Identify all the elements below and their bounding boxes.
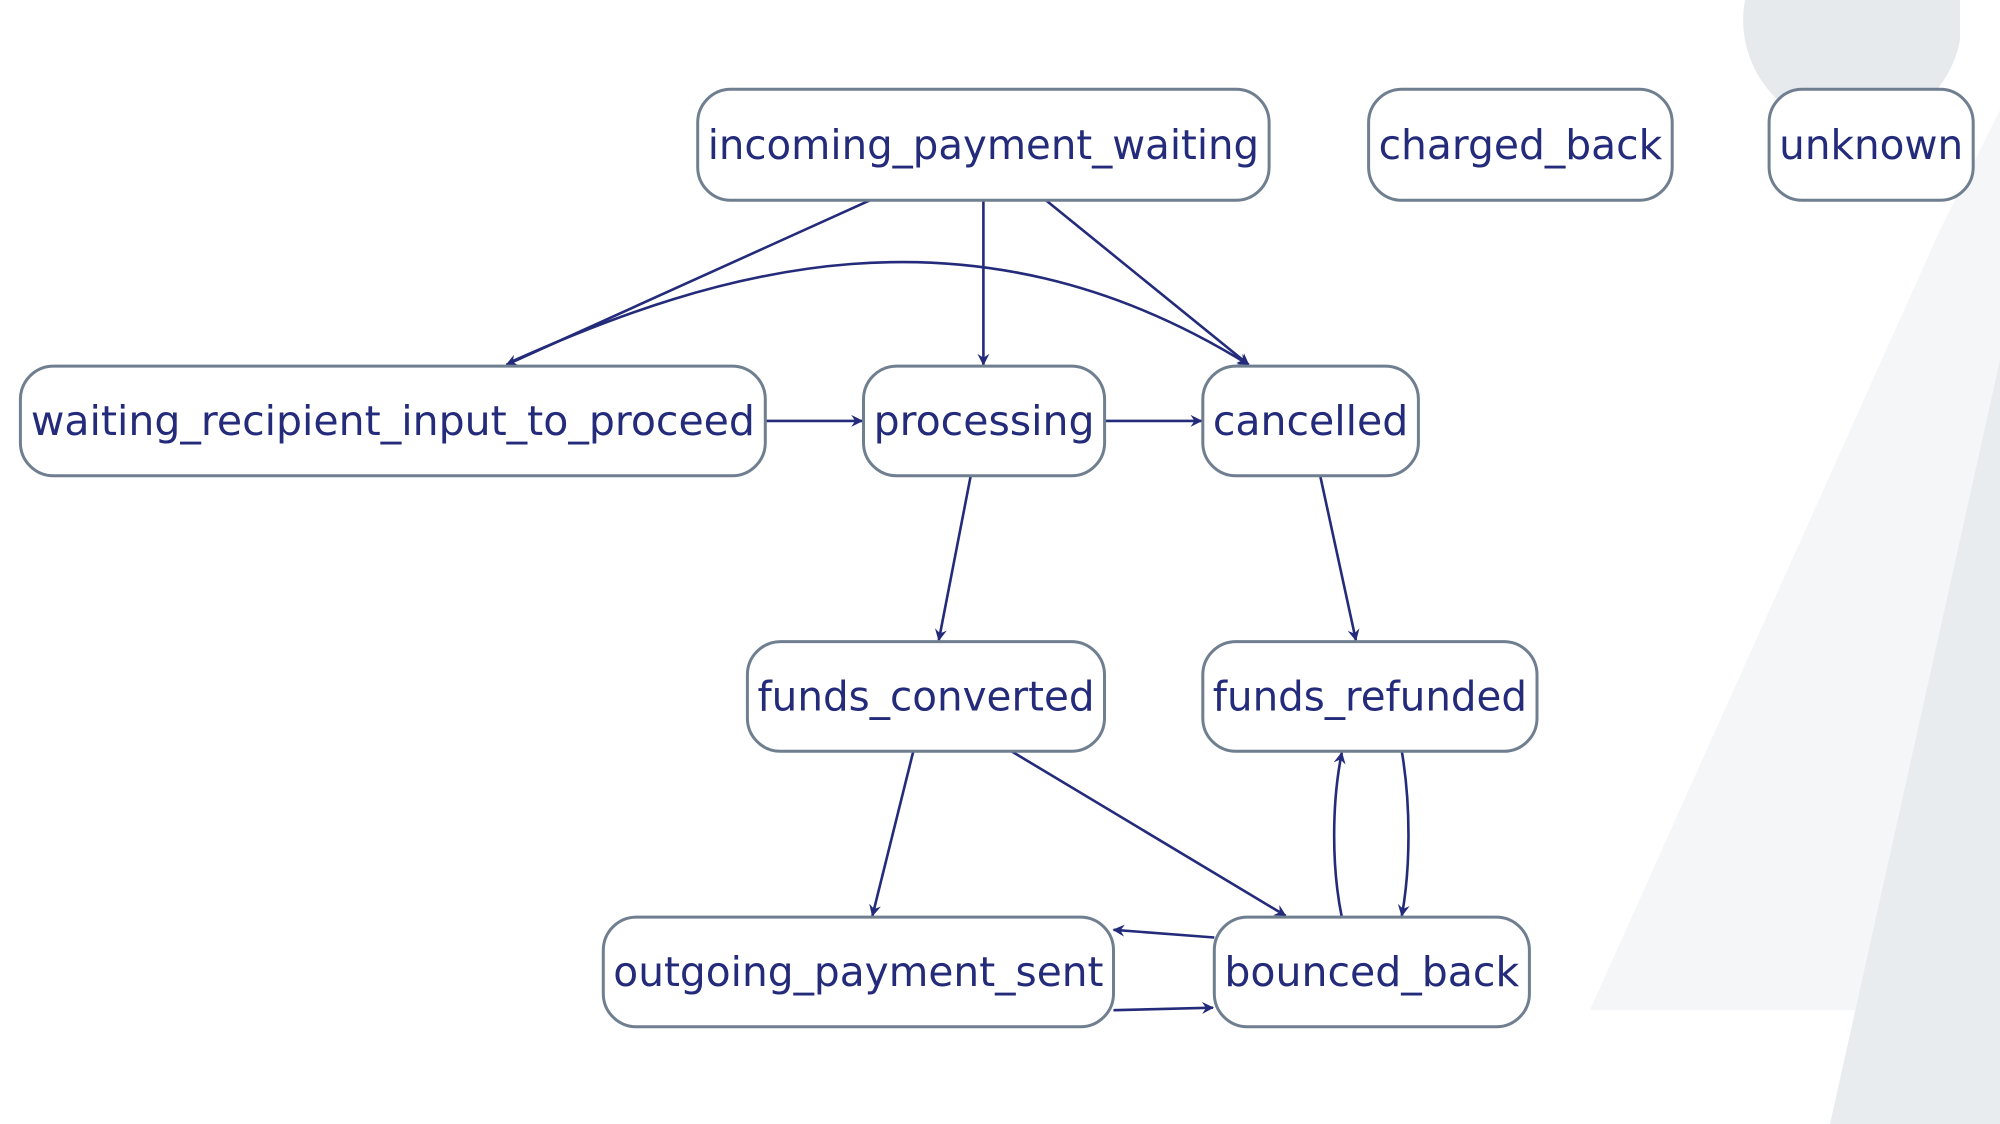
state-node-label: unknown [1779, 121, 1963, 169]
state-node-processing: processing [862, 364, 1107, 478]
state-node-label: charged_back [1379, 121, 1663, 169]
state-node-unknown: unknown [1767, 87, 1975, 202]
state-node-cancelled: cancelled [1201, 364, 1420, 478]
state-node-label: funds_converted [757, 672, 1094, 720]
state-node-label: bounced_back [1224, 948, 1519, 996]
state-node-box [1212, 915, 1531, 1029]
state-node-label: funds_refunded [1213, 672, 1527, 720]
state-node-box [1201, 640, 1539, 753]
edge-funds-converted-to-outgoing-payment-sent [869, 750, 915, 917]
state-node-box [1367, 87, 1674, 202]
state-node-funds-converted: funds_converted [745, 640, 1107, 753]
edge-funds-refunded-to-bounced-back [1397, 751, 1410, 917]
state-node-box [1201, 364, 1420, 478]
edge-processing-to-funds-converted [935, 475, 972, 642]
state-node-label: incoming_payment_waiting [708, 121, 1259, 169]
state-node-box [696, 87, 1271, 202]
edges [505, 199, 1410, 1014]
edge-bounced-back-to-funds-refunded [1332, 751, 1346, 918]
state-node-label: cancelled [1213, 397, 1408, 445]
state-node-charged-back: charged_back [1367, 87, 1674, 202]
state-node-box [745, 640, 1107, 753]
nodes: incoming_payment_waiting charged_back unkn… [18, 87, 1975, 1029]
state-node-box [18, 364, 767, 478]
edge-funds-converted-to-bounced-back [1010, 750, 1287, 917]
backdrop-diagonal-shape [1590, 110, 2000, 1010]
state-node-label: outgoing_payment_sent [613, 948, 1103, 996]
state-node-box [1767, 87, 1975, 202]
backdrop-diagonal-shape-dark [1830, 360, 2000, 1124]
state-node-label: processing [874, 397, 1095, 445]
state-node-outgoing-payment-sent: outgoing_payment_sent [601, 915, 1115, 1029]
edge-outgoing-payment-sent-to-bounced-back [1113, 1001, 1214, 1014]
state-node-bounced-back: bounced_back [1212, 915, 1531, 1029]
edge-bounced-back-to-outgoing-payment-sent [1112, 924, 1215, 939]
edge-waiting-recipient-input-to-proceed-to-cancelled [509, 260, 1250, 366]
state-node-waiting-recipient-input-to-proceed: waiting_recipient_input_to_proceed [18, 364, 767, 478]
edge-incoming-payment-waiting-to-cancelled [1045, 199, 1250, 366]
state-node-funds-refunded: funds_refunded [1201, 640, 1539, 753]
state-node-label: waiting_recipient_input_to_proceed [31, 397, 755, 445]
state-node-incoming-payment-waiting: incoming_payment_waiting [696, 87, 1271, 202]
state-node-box [601, 915, 1115, 1029]
state-node-box [862, 364, 1107, 478]
edge-cancelled-to-funds-refunded [1318, 475, 1360, 642]
